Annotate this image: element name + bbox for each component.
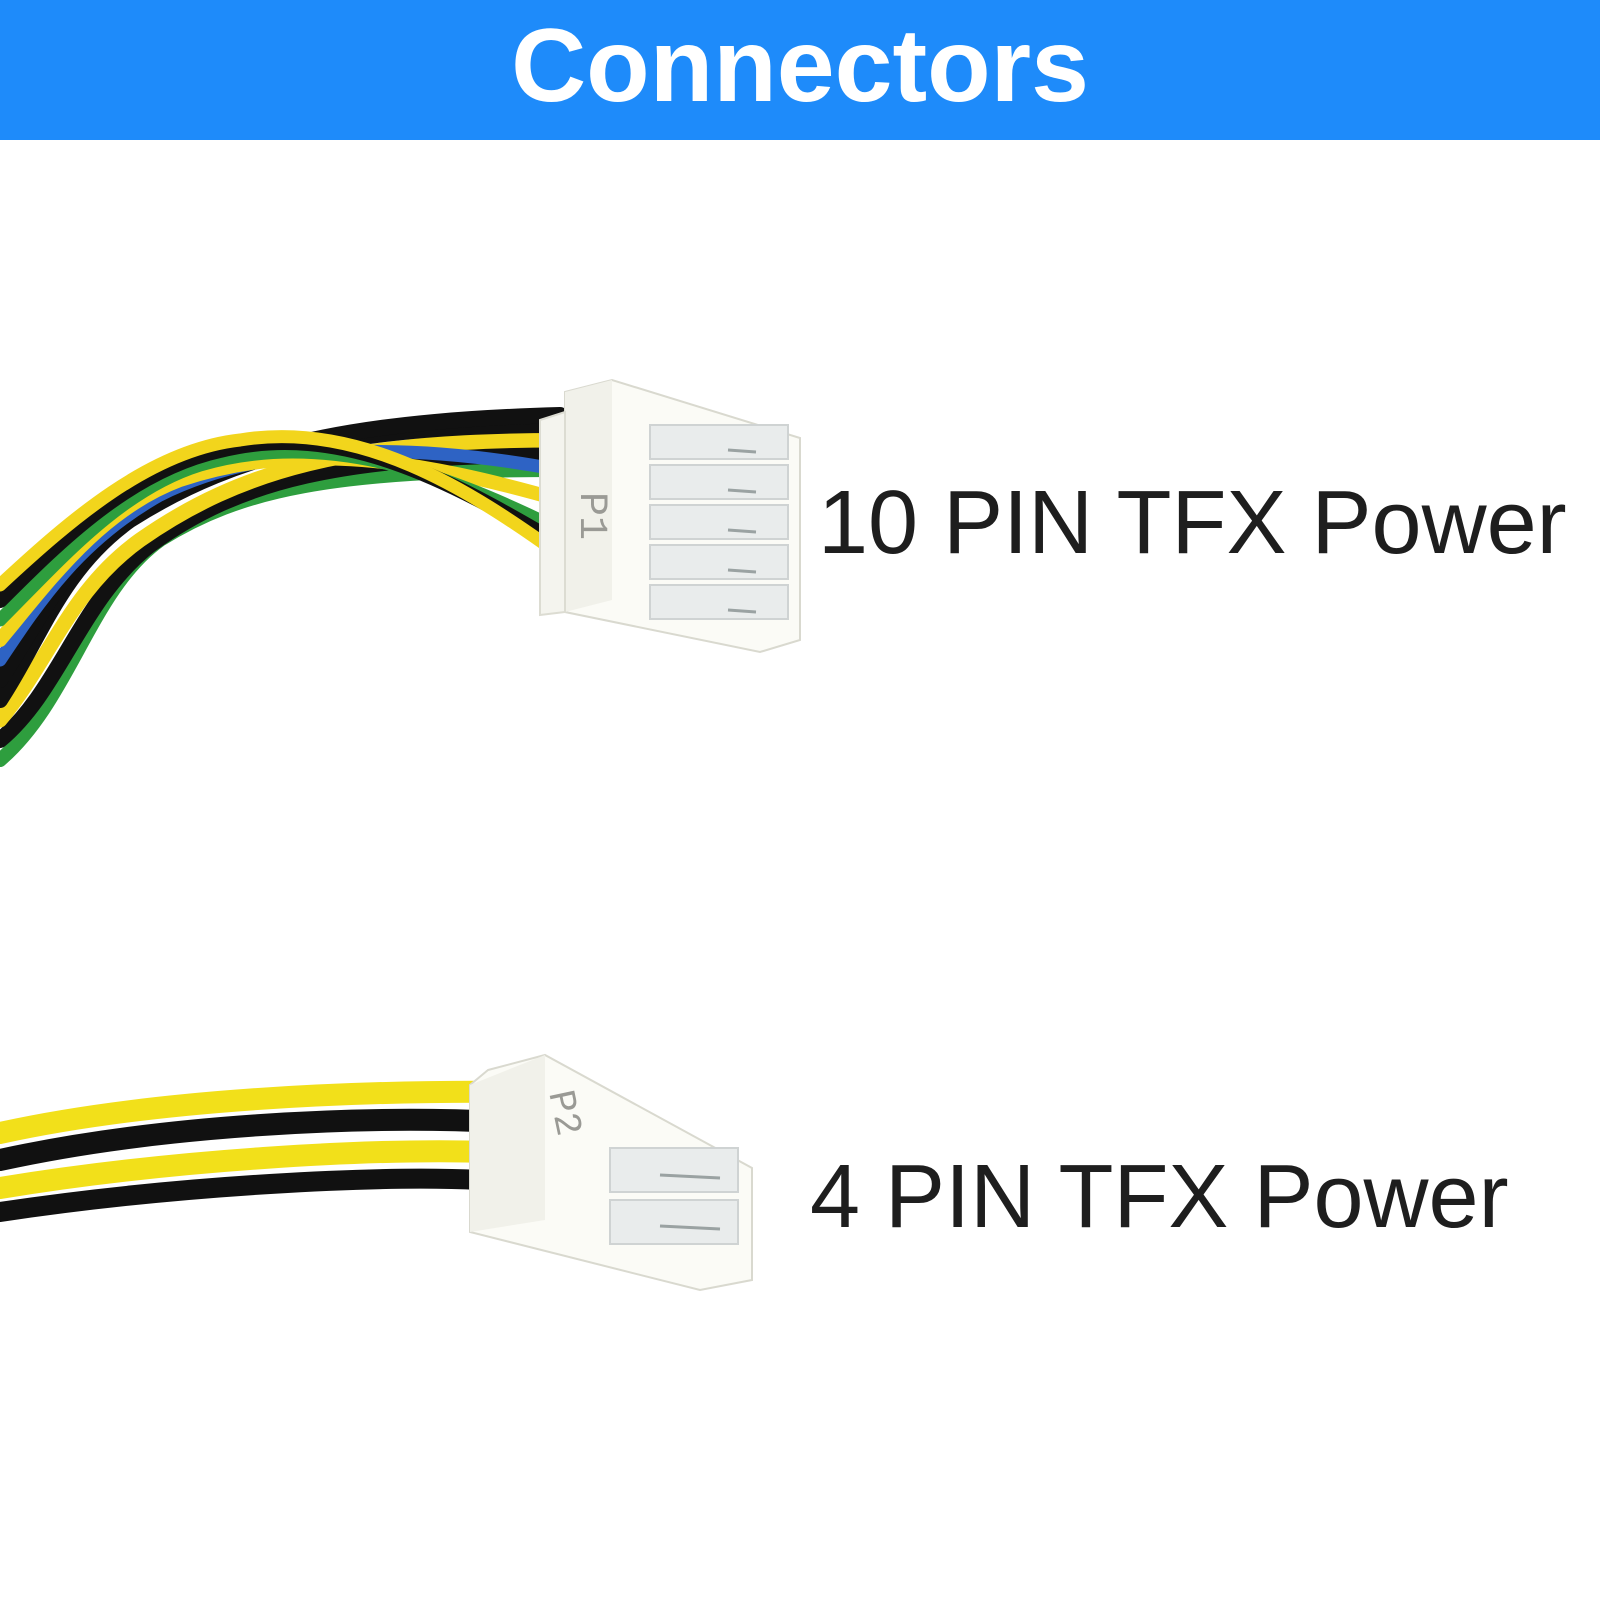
p2-marking: P2 xyxy=(537,1086,589,1140)
header-banner: Connectors xyxy=(0,0,1600,140)
ten-pin-label: 10 PIN TFX Power xyxy=(818,473,1567,573)
four-pin-label: 4 PIN TFX Power xyxy=(810,1147,1509,1247)
header-title: Connectors xyxy=(511,8,1089,124)
p1-marking: P1 xyxy=(568,492,613,540)
